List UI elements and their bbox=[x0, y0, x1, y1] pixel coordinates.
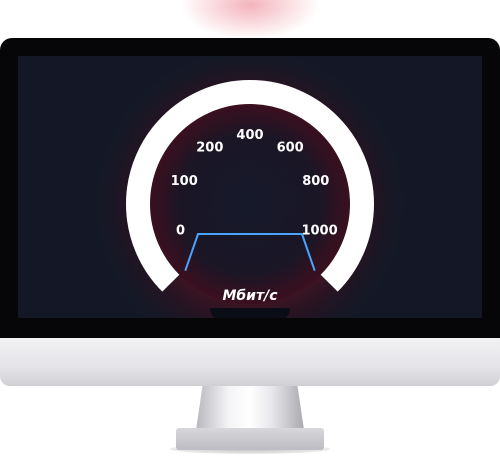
gauge-scale-label-200: 200 bbox=[196, 141, 223, 156]
monitor-screen: 0 100 200 400 600 800 1000 Мбит/с bbox=[18, 56, 482, 318]
monitor-chin bbox=[0, 338, 500, 386]
gauge-arc bbox=[126, 80, 374, 292]
speedometer-gauge: 0 100 200 400 600 800 1000 bbox=[90, 56, 410, 318]
top-glow bbox=[180, 0, 320, 40]
gauge-scale-label-400: 400 bbox=[236, 128, 263, 143]
speed-unit-label: Мбит/с bbox=[222, 288, 278, 304]
monitor-stand-neck bbox=[196, 386, 304, 430]
gauge-scale-labels: 0 100 200 400 600 800 1000 bbox=[171, 128, 338, 238]
gauge-inner bbox=[150, 104, 350, 304]
screen-bottom-notch bbox=[210, 308, 290, 318]
gauge-scale-label-600: 600 bbox=[277, 141, 304, 156]
gauge-scale-label-1000: 1000 bbox=[301, 223, 337, 238]
gauge-scale-label-100: 100 bbox=[171, 174, 198, 189]
speed-indicator-line bbox=[184, 233, 316, 272]
gauge-scale-label-0: 0 bbox=[176, 223, 185, 238]
gauge-scale-label-800: 800 bbox=[302, 174, 329, 189]
monitor-stand-foot bbox=[176, 428, 324, 450]
